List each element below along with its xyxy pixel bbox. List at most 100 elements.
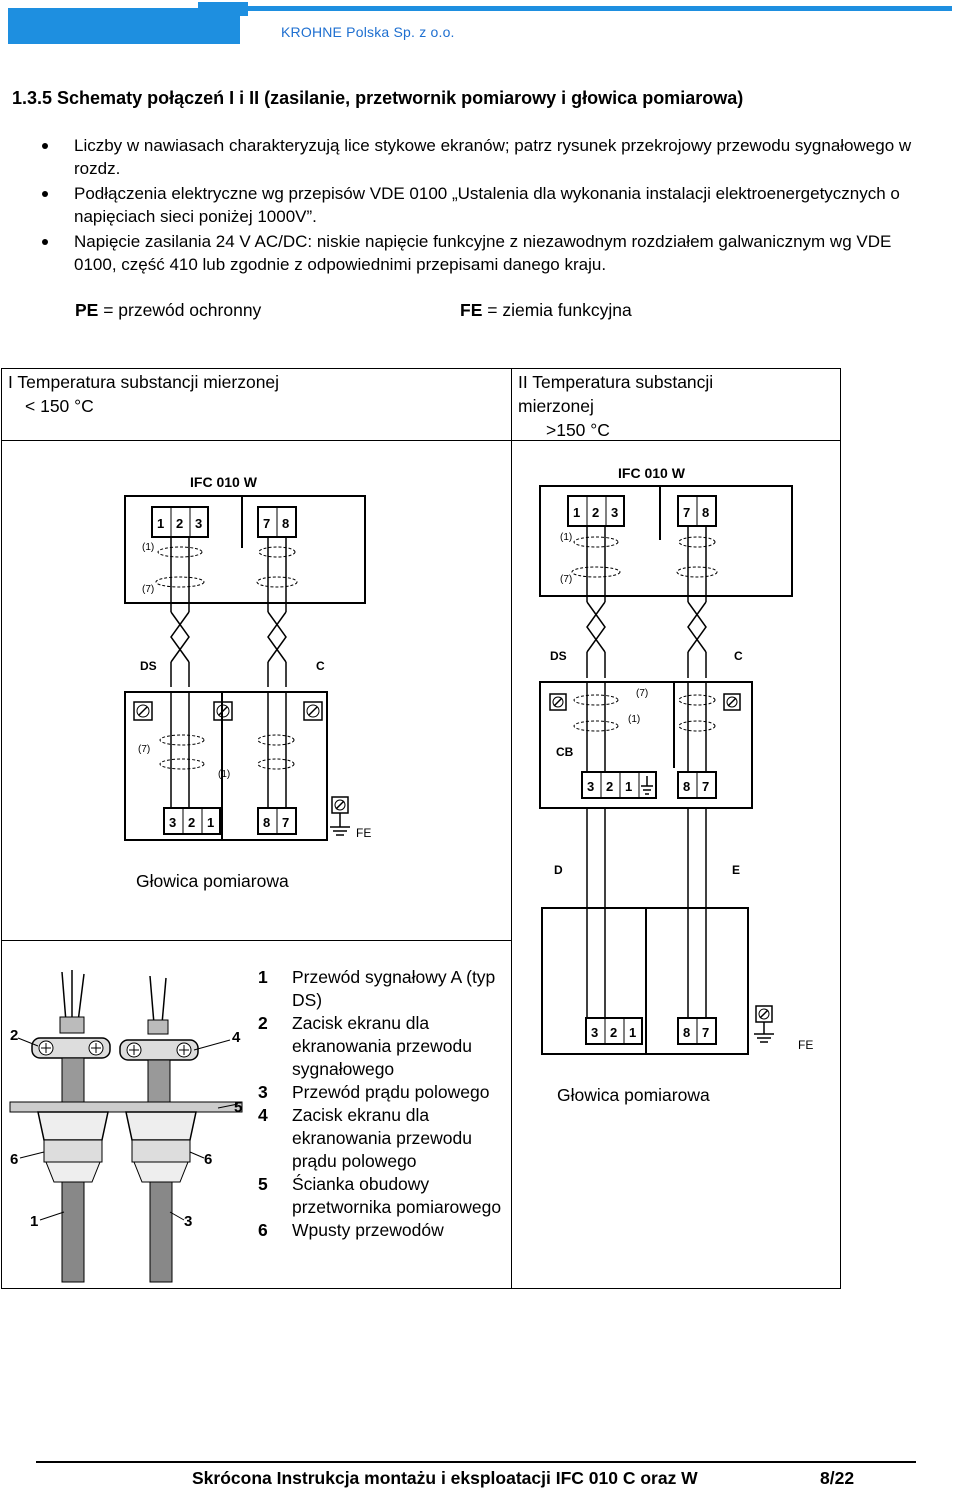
sensor-wires [586, 908, 707, 1018]
terminal-label: 1 [157, 516, 164, 531]
contact-label: (7) [560, 574, 572, 585]
cable-label: DS [140, 659, 157, 673]
terminal-label: 2 [606, 779, 613, 794]
header-rule [240, 6, 952, 11]
cable-e [687, 808, 707, 908]
table-border-divider [511, 368, 512, 1289]
terminal-block-left [585, 1017, 643, 1045]
bullet-list: Liczby w nawiasach charakteryzują lice s… [40, 134, 930, 278]
converter-box [539, 485, 793, 597]
cable-gland-cap [45, 1161, 101, 1183]
callout-label: 4 [232, 1029, 241, 1046]
contact-label: (7) [142, 584, 154, 595]
terminal-label: 2 [610, 1025, 617, 1040]
connection-box [539, 681, 753, 809]
screw-icon [549, 693, 567, 711]
terminal-label: 2 [592, 505, 599, 520]
legend-pe: PE = przewód ochronny [75, 300, 262, 320]
cable-ds [170, 537, 190, 687]
screw-icon [133, 701, 153, 721]
terminal-label: 8 [702, 505, 709, 520]
shield-clamp [258, 546, 296, 558]
field-cable [149, 1181, 173, 1283]
bullet-icon [42, 191, 48, 197]
cable-d [586, 808, 606, 908]
shield-clamp [155, 576, 205, 588]
terminal-label: 7 [683, 505, 690, 520]
terminal-label: 3 [195, 516, 202, 531]
callout-label: 5 [234, 1099, 242, 1116]
wiring-diagram-ii: IFC 010 W 1 2 3 7 8 (1) (7) DS C (7) (1)… [539, 465, 813, 1055]
terminal-label: 3 [169, 815, 176, 830]
shield-clamp [678, 694, 716, 706]
terminal-label: 8 [683, 1025, 690, 1040]
callout-label: 1 [30, 1213, 38, 1230]
signal-cable-wires [61, 970, 85, 1023]
terminal-label: 8 [282, 516, 289, 531]
table-border-top [1, 368, 841, 369]
cable-gland-nut [131, 1139, 191, 1163]
legend-fe: FE = ziemia funkcyjna [460, 300, 632, 320]
shield-clamp [571, 566, 621, 578]
table-border-right [840, 368, 841, 1289]
ground-icon [641, 776, 653, 795]
terminal-label: 3 [587, 779, 594, 794]
col2-heading: II Temperatura substancji mierzonej >150… [518, 372, 714, 440]
cable-label: C [316, 659, 325, 673]
terminal-block-left [163, 807, 221, 835]
callout-lines [17, 1037, 239, 1221]
shield-clamp [257, 734, 295, 746]
header-brand-notch [198, 2, 248, 16]
sensor-box [124, 691, 328, 841]
sensor-wires [170, 692, 287, 808]
shield-clamp [573, 720, 619, 732]
wiring-diagram-i: IFC 010 W 1 2 3 7 8 (1) (7) DS C (7) (1)… [124, 474, 371, 841]
shield-clamp [573, 694, 619, 706]
callout-label: 6 [10, 1151, 18, 1168]
shield-clamp [159, 734, 205, 746]
contact-label: (1) [560, 532, 572, 543]
terminal-label: 8 [683, 779, 690, 794]
shield-clamp [157, 546, 203, 558]
cable-gland-figure: 2 4 5 6 6 1 3 [9, 970, 243, 1283]
cable-gland-nut [43, 1139, 103, 1163]
shield-clamp [676, 566, 718, 578]
device-label: IFC 010 W [618, 465, 686, 481]
terminal-label: 3 [611, 505, 618, 520]
terminal-label: 7 [282, 815, 289, 830]
terminal-label: 1 [573, 505, 580, 520]
callout-label: 2 [10, 1027, 18, 1044]
contact-label: (1) [142, 542, 154, 553]
signal-cable [61, 1181, 85, 1283]
field-cable [147, 1059, 171, 1103]
terminal-label: 7 [263, 516, 270, 531]
ground-screw-icon [331, 796, 349, 814]
table-border-left [1, 368, 2, 1289]
terminal-label: 3 [591, 1025, 598, 1040]
terminal-label: 1 [207, 815, 214, 830]
ground-icon [330, 813, 350, 836]
callout-label: 6 [204, 1151, 212, 1168]
section-title: 1.3.5 Schematy połączeń I i II (zasilani… [12, 88, 744, 108]
bullet-icon [42, 239, 48, 245]
housing-wall [9, 1101, 243, 1113]
sensor-caption-i: Głowica pomiarowa [136, 871, 289, 891]
cable-gland-cap [133, 1161, 189, 1183]
connection-wires [586, 682, 707, 772]
signal-cable [61, 1057, 85, 1103]
cable-label: DS [550, 649, 567, 663]
shield-clamp [678, 536, 716, 548]
screw-icon [213, 701, 233, 721]
sensor-caption-ii: Głowica pomiarowa [557, 1085, 710, 1105]
footer-document-title: Skrócona Instrukcja montażu i eksploatac… [192, 1468, 698, 1488]
cable-gland [125, 1111, 197, 1141]
ground-screw-icon [755, 1005, 773, 1023]
terminal-label: 7 [702, 1025, 709, 1040]
cable-gland [37, 1111, 109, 1141]
terminal-label: 1 [629, 1025, 636, 1040]
